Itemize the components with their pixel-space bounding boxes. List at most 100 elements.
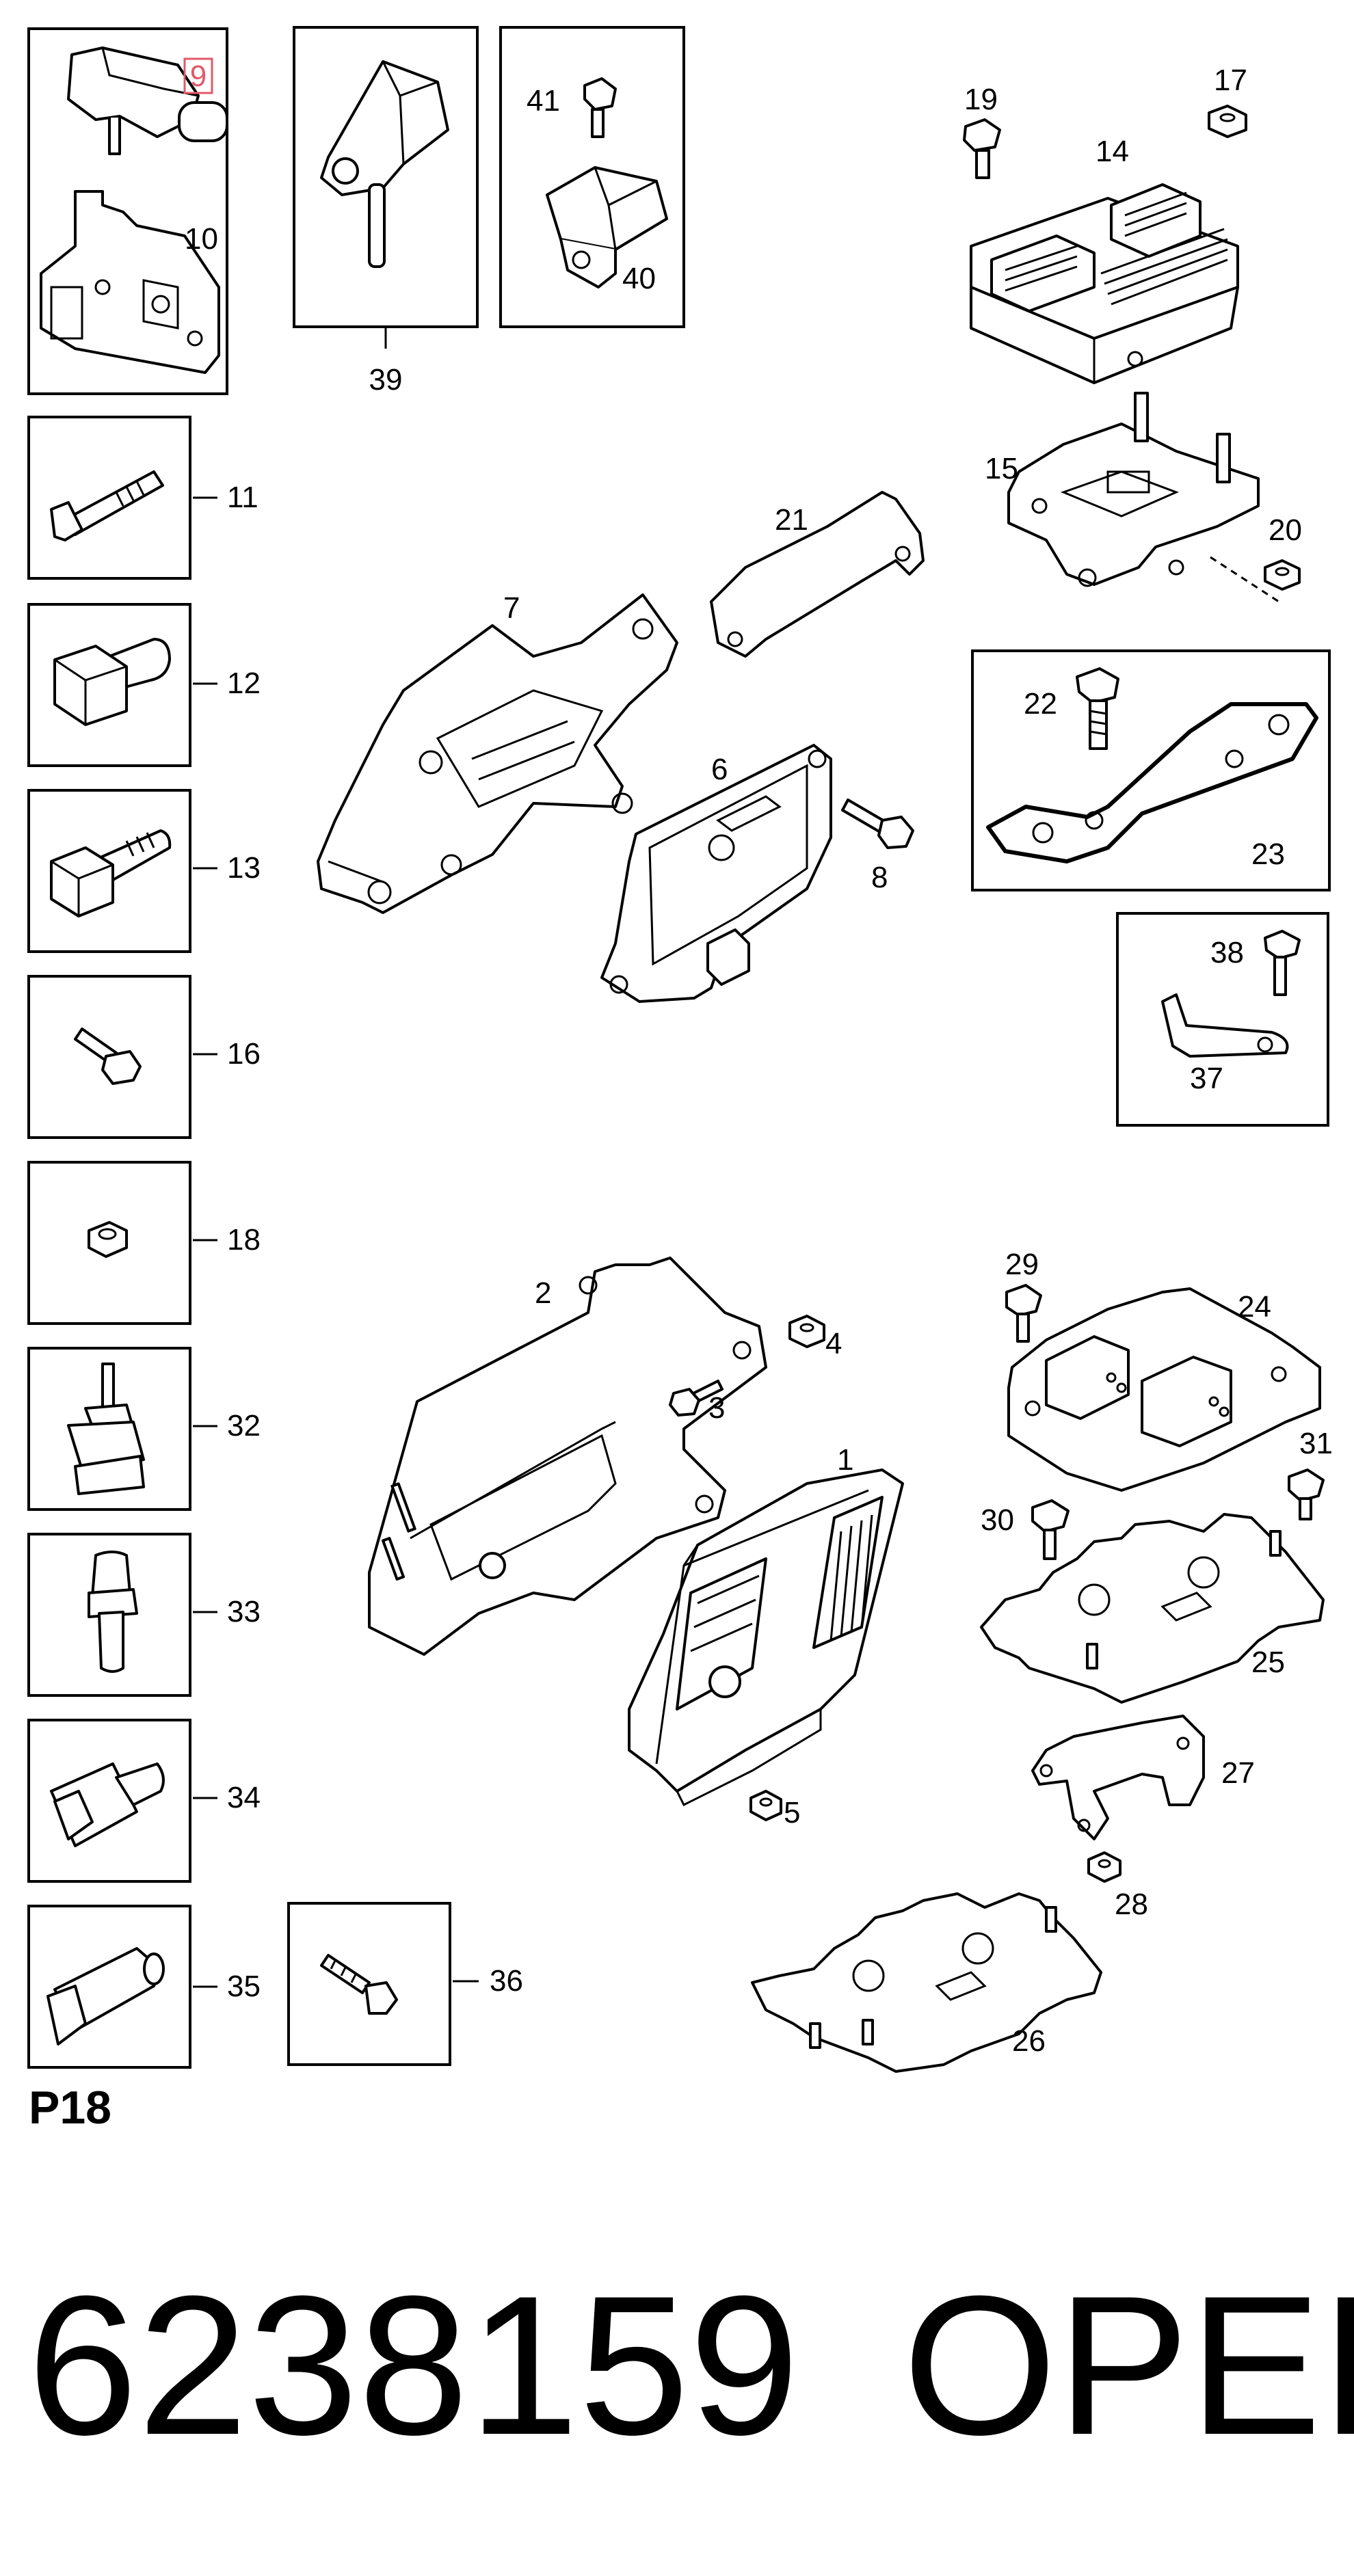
bracket-7-drawing[interactable] [317, 593, 678, 914]
highlight-marker [183, 57, 213, 94]
label-19: 19 [964, 83, 998, 116]
ecu-14-drawing[interactable] [970, 183, 1239, 384]
label-7: 7 [503, 591, 520, 625]
ecu-6-drawing[interactable] [600, 744, 832, 1003]
part-box-36: 36 [287, 1902, 523, 2066]
sensor-40-drawing[interactable] [546, 166, 668, 289]
label-9: 9 [190, 59, 207, 93]
part-box-12: 12 [27, 603, 261, 767]
bolt-8-drawing[interactable] [841, 799, 914, 849]
label-41: 41 [527, 84, 560, 118]
bracket-2-drawing[interactable] [368, 1257, 767, 1656]
label-37: 37 [1190, 1062, 1223, 1095]
bolt-12-drawing[interactable] [53, 638, 171, 726]
label-10: 10 [185, 222, 218, 256]
sensor-35-drawing[interactable] [47, 1947, 165, 2045]
part-box-22-23: 22 23 [971, 649, 1331, 891]
sensor-32-drawing[interactable] [67, 1363, 145, 1495]
label-29: 29 [1005, 1248, 1039, 1281]
label-16: 16 [227, 1037, 261, 1071]
label-36: 36 [490, 1964, 523, 1998]
label-6: 6 [711, 753, 728, 786]
plate-25-drawing[interactable] [980, 1513, 1325, 1704]
label-15: 15 [985, 452, 1018, 485]
label-22: 22 [1024, 687, 1057, 721]
label-30: 30 [981, 1503, 1014, 1537]
brand-name: OPEL [903, 2255, 1354, 2476]
part-box-40-41: 41 40 [499, 26, 685, 328]
bracket-15-drawing[interactable] [1007, 392, 1260, 587]
label-11: 11 [227, 481, 258, 514]
label-38: 38 [1210, 936, 1244, 969]
label-21: 21 [775, 503, 808, 537]
bolt-41-drawing[interactable] [583, 77, 617, 138]
bolt-31-drawing[interactable] [1288, 1468, 1325, 1520]
label-3: 3 [708, 1391, 725, 1425]
label-23: 23 [1251, 837, 1285, 871]
part-box-37-38: 38 37 [1116, 912, 1329, 1127]
label-18: 18 [227, 1223, 261, 1257]
bolt-22-drawing[interactable] [1076, 667, 1119, 750]
bracket-10-drawing[interactable] [40, 190, 220, 374]
part-box-33: 33 [27, 1533, 261, 1697]
label-8: 8 [871, 861, 888, 894]
label-13: 13 [227, 851, 261, 885]
part-number: 6238159 [27, 2255, 799, 2476]
label-14: 14 [1096, 135, 1129, 168]
label-20: 20 [1269, 513, 1302, 547]
part-box-11: 11 [27, 416, 258, 580]
nut-28-drawing[interactable] [1087, 1851, 1121, 1883]
part-box-9-10: 9 10 [27, 27, 228, 395]
bracket-27-drawing[interactable] [1031, 1715, 1205, 1840]
bracket-23-drawing[interactable] [986, 702, 1318, 863]
nut-18-drawing[interactable] [88, 1221, 128, 1258]
label-12: 12 [227, 667, 261, 700]
label-31: 31 [1299, 1427, 1333, 1460]
label-26: 26 [1012, 2024, 1046, 2058]
nut-4-drawing[interactable] [788, 1315, 825, 1348]
label-34: 34 [227, 1781, 261, 1814]
bolt-30-drawing[interactable] [1031, 1499, 1070, 1560]
nut-5-drawing[interactable] [749, 1790, 782, 1821]
label-40: 40 [622, 262, 656, 295]
label-32: 32 [227, 1409, 261, 1443]
bolt-11-drawing[interactable] [50, 470, 164, 541]
label-1: 1 [837, 1443, 853, 1477]
nut-17-drawing[interactable] [1208, 105, 1247, 138]
nut-20-drawing[interactable] [1264, 559, 1301, 591]
pressure-sensor-39-drawing[interactable] [320, 60, 449, 268]
label-25: 25 [1251, 1646, 1285, 1679]
plate-26-drawing[interactable] [751, 1892, 1102, 2073]
part-box-35: 35 [27, 1905, 261, 2069]
pressure-sensor-9-drawing[interactable] [67, 46, 228, 155]
label-33: 33 [227, 1595, 261, 1628]
label-27: 27 [1221, 1756, 1255, 1790]
ecu-bracket-24-drawing[interactable] [1007, 1287, 1321, 1492]
bolt-13-drawing[interactable] [50, 829, 172, 917]
part-box-34: 34 [27, 1719, 261, 1883]
label-4: 4 [825, 1327, 842, 1360]
part-box-18: 18 [27, 1161, 261, 1325]
part-box-16: 16 [27, 975, 261, 1139]
bolt-19-drawing[interactable] [963, 118, 1001, 179]
bolt-3-drawing[interactable] [669, 1380, 724, 1417]
part-box-39: 39 [293, 26, 479, 397]
label-35: 35 [227, 1970, 261, 2003]
sensor-33-drawing[interactable] [88, 1551, 138, 1673]
sheet-code: P18 [29, 2082, 111, 2134]
label-39: 39 [369, 363, 403, 397]
bolt-38-drawing[interactable] [1264, 930, 1301, 996]
label-17: 17 [1214, 64, 1247, 97]
bolt-16-drawing[interactable] [74, 1028, 142, 1085]
bracket-21-drawing[interactable] [710, 491, 925, 658]
part-box-13: 13 [27, 789, 261, 953]
part-box-32: 32 [27, 1347, 261, 1511]
label-28: 28 [1115, 1888, 1148, 1921]
sensor-34-drawing[interactable] [50, 1762, 165, 1847]
bolt-36-drawing[interactable] [320, 1954, 398, 2015]
bracket-37-drawing[interactable] [1161, 993, 1289, 1058]
ecu-1-drawing[interactable] [628, 1468, 904, 1807]
label-2: 2 [535, 1276, 551, 1310]
bolt-29-drawing[interactable] [1005, 1284, 1042, 1343]
